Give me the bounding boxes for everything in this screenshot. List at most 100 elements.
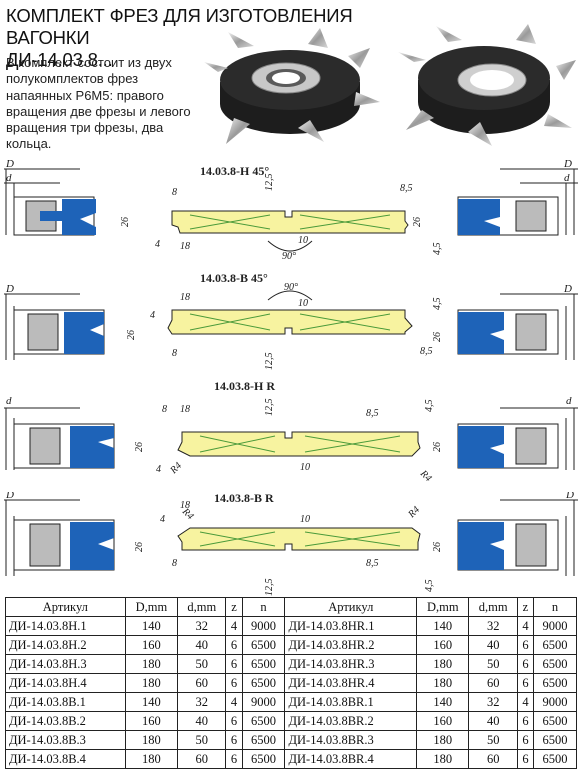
cutter-section-left <box>4 168 96 236</box>
dim-8: 8 <box>172 348 177 359</box>
table-cell: 6500 <box>241 730 286 750</box>
table-cell: 60 <box>468 673 518 693</box>
dim-8-5: 8,5 <box>400 183 413 194</box>
table-cell: 180 <box>124 730 179 750</box>
table-cell: 140 <box>124 616 179 636</box>
table-cell: 40 <box>177 635 227 655</box>
table-cell: 4 <box>225 616 243 636</box>
col-n: n <box>241 597 286 617</box>
table-cell: 40 <box>468 635 518 655</box>
table-cell: 180 <box>416 654 470 674</box>
table-cell: 6500 <box>241 749 286 769</box>
col-n: n <box>532 597 578 617</box>
cutter-section-right <box>457 293 578 360</box>
profile-drawing-1: D d 26 14.03.8-Н 45° 8 12,5 8,5 4 18 10 … <box>4 158 578 262</box>
dim-18: 18 <box>180 241 190 252</box>
cutter-section-left <box>4 293 105 360</box>
dim-4-5: 4,5 <box>432 298 443 311</box>
table-cell: ДИ-14.03.8ВR.4 <box>284 749 418 769</box>
table-cell: 180 <box>124 654 179 674</box>
dim-4: 4 <box>155 239 160 250</box>
table-cell: 4 <box>225 692 243 712</box>
profile-drawing-3: d 14.03.8-Н R 8 18 12,5 8,5 4,5 26 26 4 … <box>4 382 578 484</box>
table-cell: 4 <box>516 692 534 712</box>
dim-8: 8 <box>172 187 177 198</box>
table-cell: ДИ-14.03.8НR.1 <box>284 616 418 636</box>
table-cell: 40 <box>468 711 518 731</box>
table-cell: 6 <box>516 749 534 769</box>
table-cell: ДИ-14.03.8Н.3 <box>5 654 126 674</box>
dim-26: 26 <box>120 217 131 227</box>
dim-8-5: 8,5 <box>366 408 379 419</box>
table-cell: 6 <box>516 711 534 731</box>
table-cell: 6500 <box>241 673 286 693</box>
table-cell: 160 <box>416 635 470 655</box>
table-cell: 4 <box>516 616 534 636</box>
table-cell: ДИ-14.03.8Н.1 <box>5 616 126 636</box>
dim-8: 8 <box>162 404 167 415</box>
table-cell: 32 <box>468 692 518 712</box>
dim-4-5: 4,5 <box>424 580 435 593</box>
dim-90deg: 90° <box>284 282 298 293</box>
table-cell: ДИ-14.03.8В.4 <box>5 749 126 769</box>
dim-8-5: 8,5 <box>420 346 433 357</box>
table-cell: ДИ-14.03.8В.1 <box>5 692 126 712</box>
table-cell: ДИ-14.03.8ВR.3 <box>284 730 418 750</box>
table-cell: 140 <box>416 692 470 712</box>
dim-4-5: 4,5 <box>424 400 435 413</box>
dim-R4-left: R4 <box>168 460 184 476</box>
title-line-2: ДИ-14.03.8... <box>6 49 113 70</box>
table-cell: 9000 <box>241 692 286 712</box>
table-cell: 6 <box>516 673 534 693</box>
table-cell: ДИ-14.03.8НR.2 <box>284 635 418 655</box>
table-cell: 6 <box>225 654 243 674</box>
col-z: z <box>225 597 243 617</box>
table-cell: 9000 <box>241 616 286 636</box>
title-line-1: КОМПЛЕКТ ФРЕЗ ДЛЯ ИЗГОТОВЛЕНИЯ ВАГОНКИ <box>6 5 353 48</box>
table-cell: 32 <box>177 616 227 636</box>
table-cell: 6 <box>225 749 243 769</box>
dim-D-right: D <box>563 283 572 295</box>
profile-label-3: 14.03.8-Н R <box>214 382 275 393</box>
dim-10: 10 <box>298 235 308 246</box>
table-cell: 60 <box>177 673 227 693</box>
dim-4: 4 <box>150 310 155 321</box>
col-d: d,mm <box>177 597 227 617</box>
dim-D-right: D <box>565 492 574 501</box>
table-cell: 160 <box>124 711 179 731</box>
cutter-section-left <box>4 499 115 576</box>
dim-4-5: 4,5 <box>432 243 443 256</box>
cutter-section-right <box>457 168 578 236</box>
table-cell: 6 <box>225 635 243 655</box>
table-cell: 6500 <box>241 635 286 655</box>
table-cell: ДИ-14.03.8ВR.2 <box>284 711 418 731</box>
table-cell: 6 <box>516 730 534 750</box>
dim-26: 26 <box>134 442 145 452</box>
dim-d-right: d <box>564 172 570 184</box>
table-cell: 60 <box>468 749 518 769</box>
table-cell: 6 <box>516 635 534 655</box>
profile-label-4: 14.03.8-В R <box>214 492 274 505</box>
dim-4: 4 <box>156 464 161 475</box>
table-header-row: Артикул D,mm d,mm z n Артикул D,mm d,mm … <box>5 597 578 617</box>
table-cell: ДИ-14.03.8Н.2 <box>5 635 126 655</box>
table-cell: 6 <box>225 711 243 731</box>
table-cell: 40 <box>177 711 227 731</box>
table-cell: ДИ-14.03.8В.3 <box>5 730 126 750</box>
table-cell: 32 <box>177 692 227 712</box>
table-cell: 6500 <box>241 711 286 731</box>
table-cell: 6500 <box>532 635 578 655</box>
table-cell: 60 <box>177 749 227 769</box>
table-cell: 9000 <box>532 616 578 636</box>
col-d: d,mm <box>468 597 518 617</box>
dim-18: 18 <box>180 292 190 303</box>
dim-D-left: D <box>5 492 14 501</box>
table-cell: ДИ-14.03.8НR.4 <box>284 673 418 693</box>
table-cell: 180 <box>416 673 470 693</box>
table-cell: 180 <box>416 730 470 750</box>
table-cell: ДИ-14.03.8Н.4 <box>5 673 126 693</box>
